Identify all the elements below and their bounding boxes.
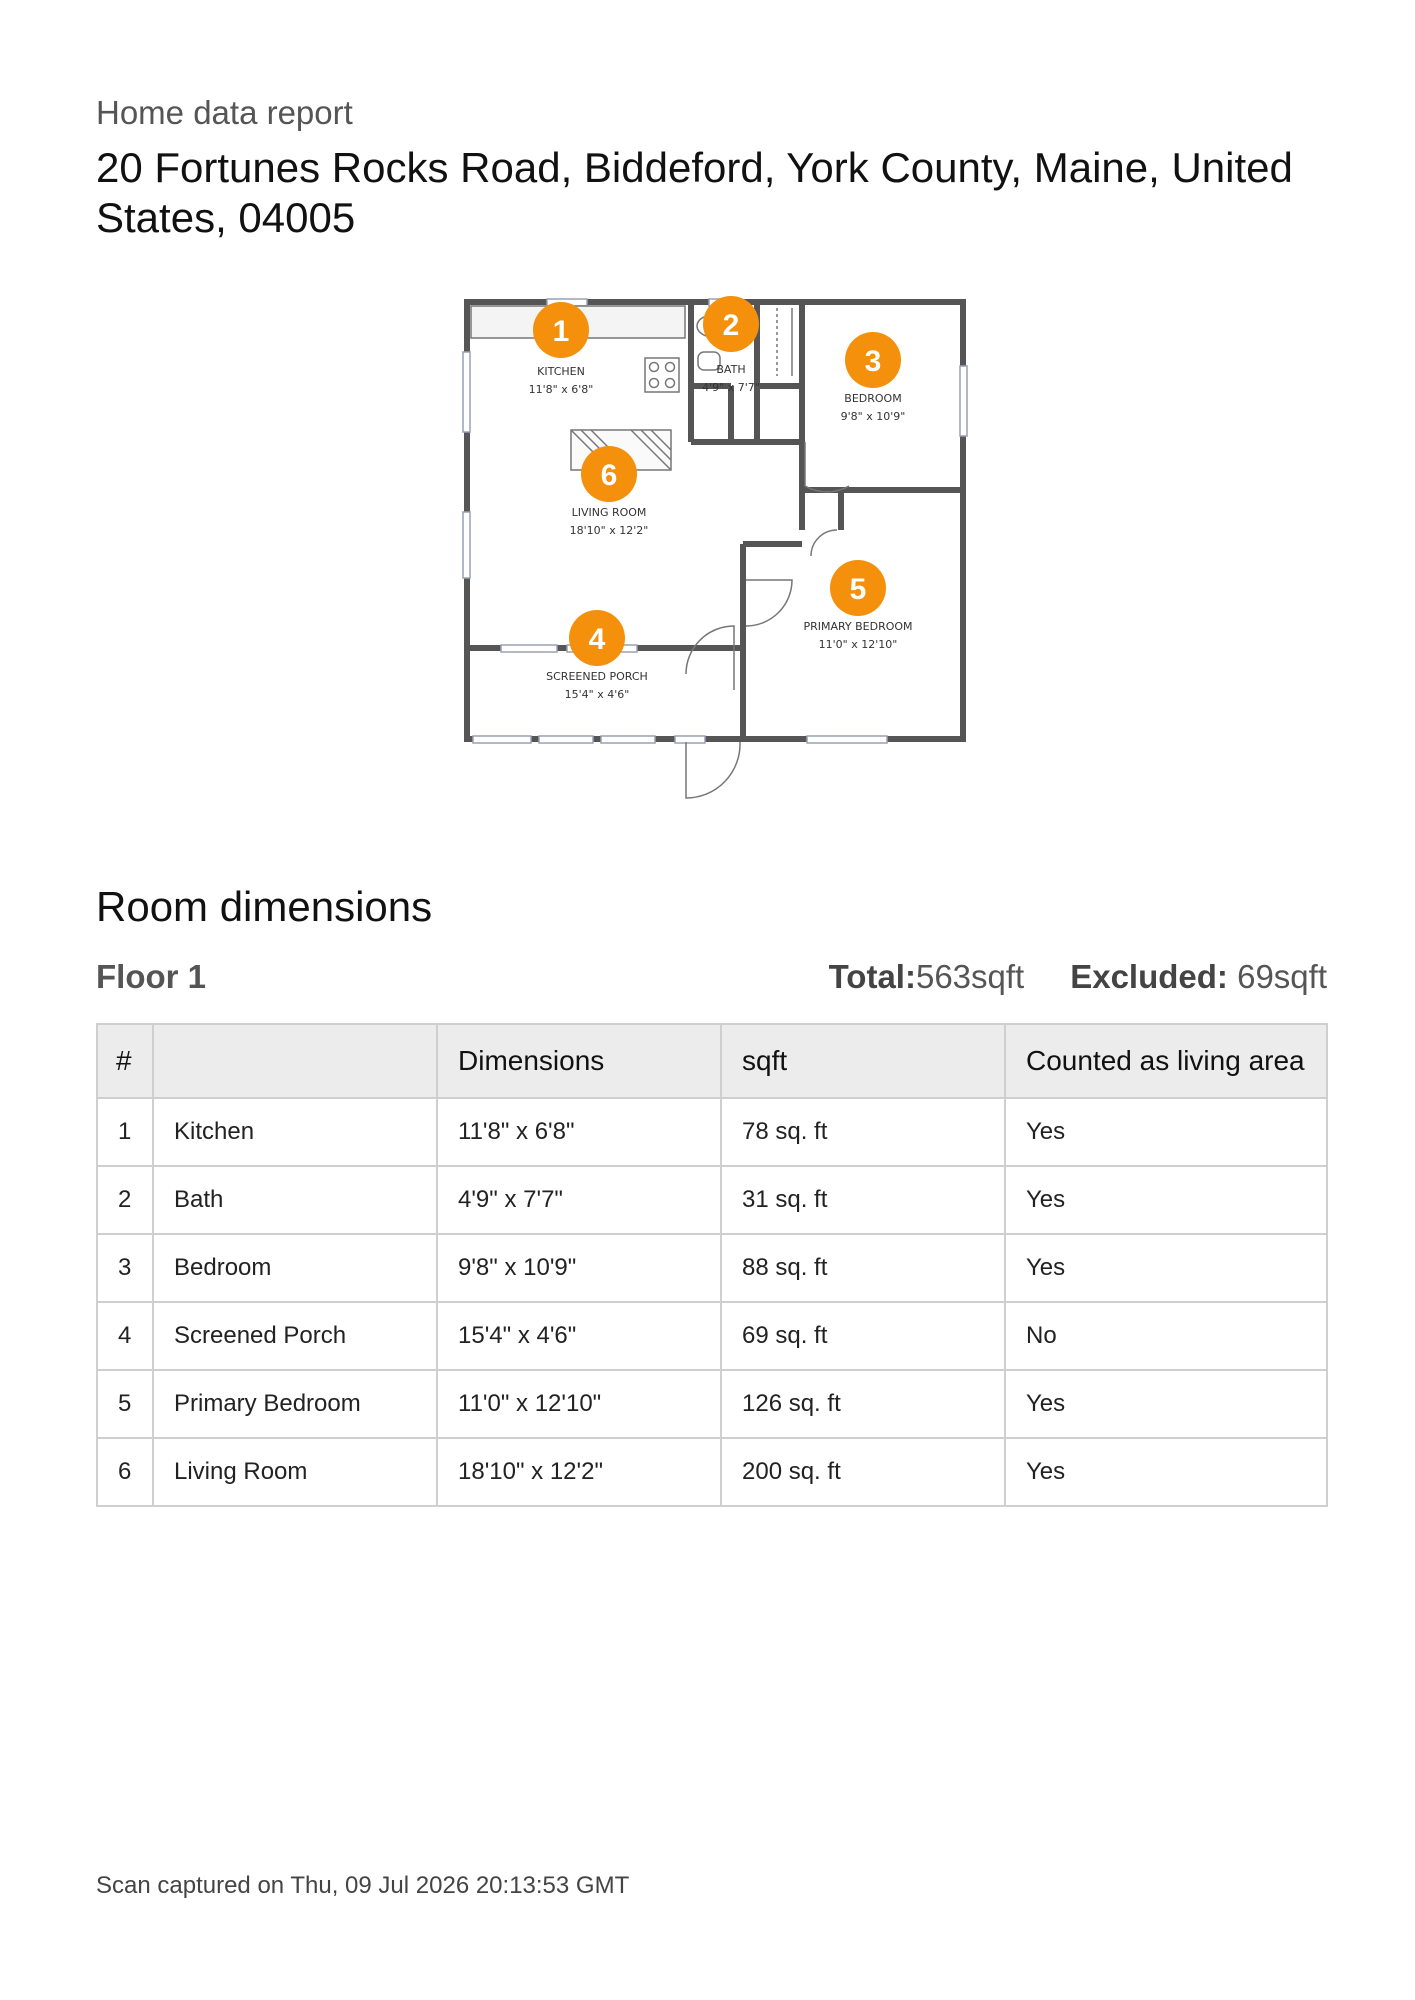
cell-room-name: Bedroom bbox=[152, 1233, 438, 1303]
cell-living-area: Yes bbox=[1004, 1097, 1328, 1167]
room-label: KITCHEN bbox=[537, 365, 585, 378]
room-dims-label: 4'9" x 7'7" bbox=[702, 381, 760, 394]
cell-dimensions: 9'8" x 10'9" bbox=[436, 1233, 722, 1303]
cell-dimensions: 11'0" x 12'10" bbox=[436, 1369, 722, 1439]
room-dims-label: 11'0" x 12'10" bbox=[819, 638, 898, 651]
total-value: 563sqft bbox=[915, 958, 1025, 995]
cell-living-area: Yes bbox=[1004, 1165, 1328, 1235]
table-row: 2 Bath 4'9" x 7'7" 31 sq. ft Yes bbox=[96, 1165, 1328, 1235]
room-label: BEDROOM bbox=[844, 392, 901, 405]
room-pin-number: 2 bbox=[723, 309, 740, 342]
column-header-name bbox=[152, 1023, 438, 1099]
room-dims-label: 18'10" x 12'2" bbox=[570, 524, 649, 537]
cell-dimensions: 18'10" x 12'2" bbox=[436, 1437, 722, 1507]
excluded-label: Excluded: bbox=[1070, 958, 1228, 995]
cell-sqft: 88 sq. ft bbox=[720, 1233, 1006, 1303]
cell-dimensions: 4'9" x 7'7" bbox=[436, 1165, 722, 1235]
cell-living-area: No bbox=[1004, 1301, 1328, 1371]
column-header-dimensions: Dimensions bbox=[436, 1023, 722, 1099]
cell-living-area: Yes bbox=[1004, 1369, 1328, 1439]
cell-living-area: Yes bbox=[1004, 1437, 1328, 1507]
cell-number: 2 bbox=[96, 1165, 154, 1235]
room-label: PRIMARY BEDROOM bbox=[803, 620, 912, 633]
room-pin-2 bbox=[703, 296, 759, 352]
room-pin-4 bbox=[569, 610, 625, 666]
area-totals: Total:563sqft Excluded: 69sqft bbox=[829, 958, 1327, 996]
excluded-value: 69sqft bbox=[1237, 958, 1327, 995]
cell-room-name: Kitchen bbox=[152, 1097, 438, 1167]
room-pin-number: 1 bbox=[553, 315, 570, 348]
page-title-address: 20 Fortunes Rocks Road, Biddeford, York … bbox=[96, 144, 1293, 241]
table-header-row: # Dimensions sqft Counted as living area bbox=[96, 1023, 1328, 1099]
column-header-number: # bbox=[96, 1023, 154, 1099]
room-label: BATH bbox=[716, 363, 745, 376]
cell-dimensions: 15'4" x 4'6" bbox=[436, 1301, 722, 1371]
column-header-sqft: sqft bbox=[720, 1023, 1006, 1099]
cell-room-name: Primary Bedroom bbox=[152, 1369, 438, 1439]
total-label: Total: bbox=[828, 958, 916, 995]
document-type-label: Home data report bbox=[96, 94, 353, 131]
cell-dimensions: 11'8" x 6'8" bbox=[436, 1097, 722, 1167]
cell-living-area: Yes bbox=[1004, 1233, 1328, 1303]
cell-sqft: 31 sq. ft bbox=[720, 1165, 1006, 1235]
section-title: Room dimensions bbox=[96, 883, 433, 930]
room-pin-3 bbox=[845, 332, 901, 388]
room-label: SCREENED PORCH bbox=[546, 670, 648, 683]
cell-sqft: 78 sq. ft bbox=[720, 1097, 1006, 1167]
cell-sqft: 126 sq. ft bbox=[720, 1369, 1006, 1439]
column-header-living-area: Counted as living area bbox=[1004, 1023, 1328, 1099]
room-pin-6 bbox=[581, 446, 637, 502]
room-pin-number: 4 bbox=[589, 623, 606, 656]
cell-room-name: Living Room bbox=[152, 1437, 438, 1507]
room-pin-number: 5 bbox=[850, 573, 867, 606]
cell-room-name: Screened Porch bbox=[152, 1301, 438, 1371]
room-pin-number: 6 bbox=[601, 459, 618, 492]
room-dims-label: 9'8" x 10'9" bbox=[841, 410, 906, 423]
cell-number: 5 bbox=[96, 1369, 154, 1439]
table-row: 1 Kitchen 11'8" x 6'8" 78 sq. ft Yes bbox=[96, 1097, 1328, 1167]
cell-sqft: 69 sq. ft bbox=[720, 1301, 1006, 1371]
table-row: 6 Living Room 18'10" x 12'2" 200 sq. ft … bbox=[96, 1437, 1328, 1507]
cell-number: 6 bbox=[96, 1437, 154, 1507]
room-dims-label: 15'4" x 4'6" bbox=[565, 688, 630, 701]
floor-summary-row: Floor 1 Total:563sqft Excluded: 69sqft bbox=[96, 958, 1327, 1002]
cell-number: 1 bbox=[96, 1097, 154, 1167]
floor-name: Floor 1 bbox=[96, 958, 207, 995]
cell-sqft: 200 sq. ft bbox=[720, 1437, 1006, 1507]
cell-number: 3 bbox=[96, 1233, 154, 1303]
room-pin-number: 3 bbox=[865, 345, 882, 378]
floor-plan-fixtures bbox=[470, 305, 850, 799]
room-pin-1 bbox=[533, 302, 589, 358]
table-row: 3 Bedroom 9'8" x 10'9" 88 sq. ft Yes bbox=[96, 1233, 1328, 1303]
table-row: 5 Primary Bedroom 11'0" x 12'10" 126 sq.… bbox=[96, 1369, 1328, 1439]
room-dims-label: 11'8" x 6'8" bbox=[529, 383, 594, 396]
table-row: 4 Screened Porch 15'4" x 4'6" 69 sq. ft … bbox=[96, 1301, 1328, 1371]
cell-number: 4 bbox=[96, 1301, 154, 1371]
scan-timestamp: Scan captured on Thu, 09 Jul 2026 20:13:… bbox=[96, 1872, 630, 1899]
room-dimensions-table: # Dimensions sqft Counted as living area… bbox=[96, 1023, 1328, 1507]
cell-room-name: Bath bbox=[152, 1165, 438, 1235]
room-pin-5 bbox=[830, 560, 886, 616]
room-label: LIVING ROOM bbox=[572, 506, 647, 519]
